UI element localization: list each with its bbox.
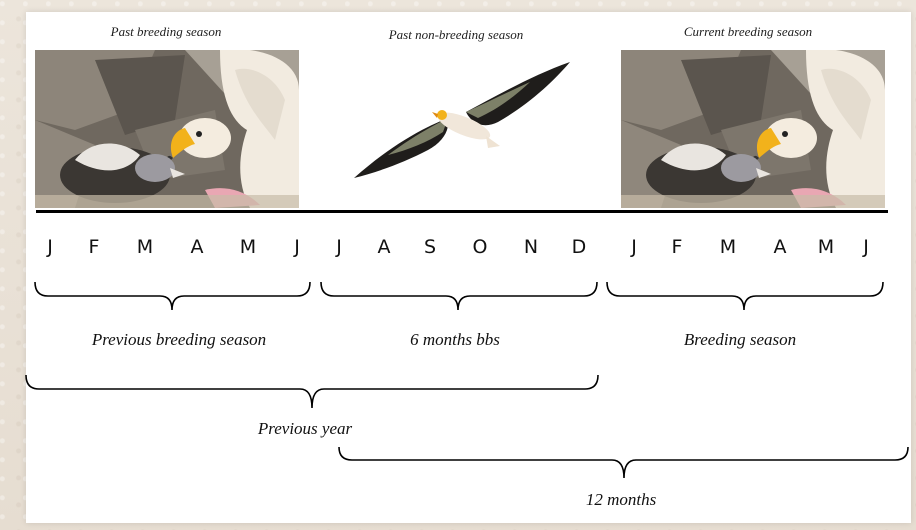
brace-previous-year xyxy=(26,375,598,408)
label-breeding-season: Breeding season xyxy=(684,330,796,350)
label-twelve-months: 12 months xyxy=(586,490,656,510)
label-previous-breeding-season: Previous breeding season xyxy=(92,330,266,350)
brace-twelve-months xyxy=(339,447,908,478)
brace-previous-breeding-season xyxy=(35,282,310,310)
brace-breeding-season xyxy=(607,282,883,310)
brace-six-months-bbs xyxy=(321,282,597,310)
label-six-months-bbs: 6 months bbs xyxy=(410,330,500,350)
label-previous-year: Previous year xyxy=(258,419,352,439)
